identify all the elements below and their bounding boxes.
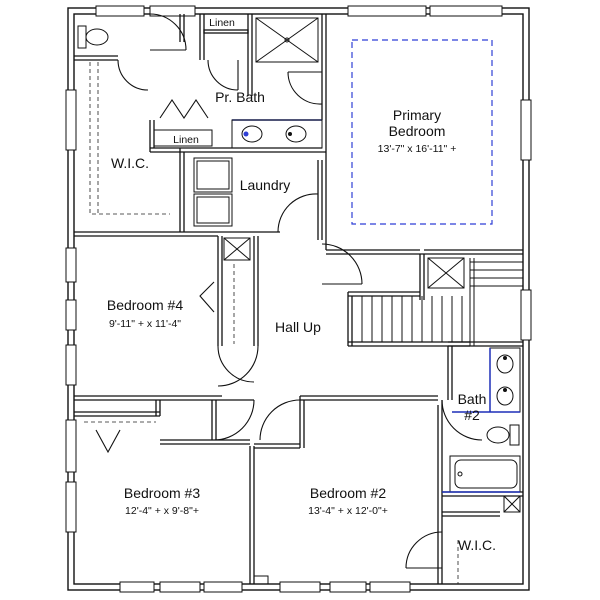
windows — [65, 5, 532, 593]
sink-icon — [496, 386, 514, 406]
room-label-bedroom4: Bedroom #4 — [107, 297, 183, 313]
door-swing-icon — [207, 59, 239, 91]
door-swing-icon — [321, 243, 363, 285]
door-swing-icon — [149, 13, 187, 51]
room-label-primary-bedroom-line2: Bedroom — [389, 123, 446, 139]
door-swing-icon — [217, 345, 255, 383]
door-swing-icon — [259, 399, 301, 441]
room-dims-primary-bedroom: 13'-7" x 16'-11" + — [378, 143, 457, 155]
sink-icon — [285, 125, 307, 143]
room-label-bath2-line2: #2 — [464, 407, 480, 423]
door-swing-icon — [213, 399, 255, 441]
toilet-icon — [486, 424, 520, 446]
shower-icon — [255, 17, 319, 63]
room-labels: Linen Pr. Bath Linen Primary Bedroom 13'… — [107, 17, 496, 553]
chase — [223, 237, 521, 585]
door-swing-icon — [117, 59, 149, 91]
washer-dryer-icon — [193, 157, 233, 227]
interior-walls — [74, 14, 523, 584]
ceiling-outline — [351, 39, 493, 225]
linen-shelf — [153, 129, 213, 147]
door-swing-icon — [441, 399, 483, 441]
room-label-linen-top: Linen — [209, 17, 235, 29]
door-swing-icon — [287, 71, 323, 105]
stairs-icon — [361, 258, 523, 346]
room-label-linen-mid: Linen — [173, 134, 199, 146]
room-label-hall: Hall Up — [275, 319, 321, 335]
door-swing-icon — [277, 193, 319, 233]
room-label-bedroom3: Bedroom #3 — [124, 485, 200, 501]
room-label-laundry: Laundry — [240, 177, 291, 193]
toilet-icon — [77, 25, 109, 49]
room-dims-bedroom2: 13'-4" + x 12'-0"+ — [308, 505, 388, 517]
bathtub-icon — [442, 455, 521, 493]
room-label-primary-bedroom-line1: Primary — [393, 107, 441, 123]
door-swing-icon — [405, 531, 443, 569]
room-label-bedroom2: Bedroom #2 — [310, 485, 386, 501]
door-swing-icon — [217, 345, 259, 387]
room-label-wic-bed2: W.I.C. — [458, 537, 496, 553]
room-dims-bedroom4: 9'-11" + x 11'-4" — [109, 318, 181, 330]
sink-icon — [496, 354, 514, 374]
room-label-bath2-line1: Bath — [458, 391, 487, 407]
vanity — [231, 119, 323, 149]
room-label-primary-bath: Pr. Bath — [215, 89, 265, 105]
room-label-wic-primary: W.I.C. — [111, 155, 149, 171]
room-dims-bedroom3: 12'-4" + x 9'-8"+ — [125, 505, 199, 517]
bath2-vanity — [452, 347, 521, 413]
shelf-lines — [84, 62, 459, 584]
sink-icon — [241, 125, 263, 143]
door-swings — [95, 13, 483, 569]
